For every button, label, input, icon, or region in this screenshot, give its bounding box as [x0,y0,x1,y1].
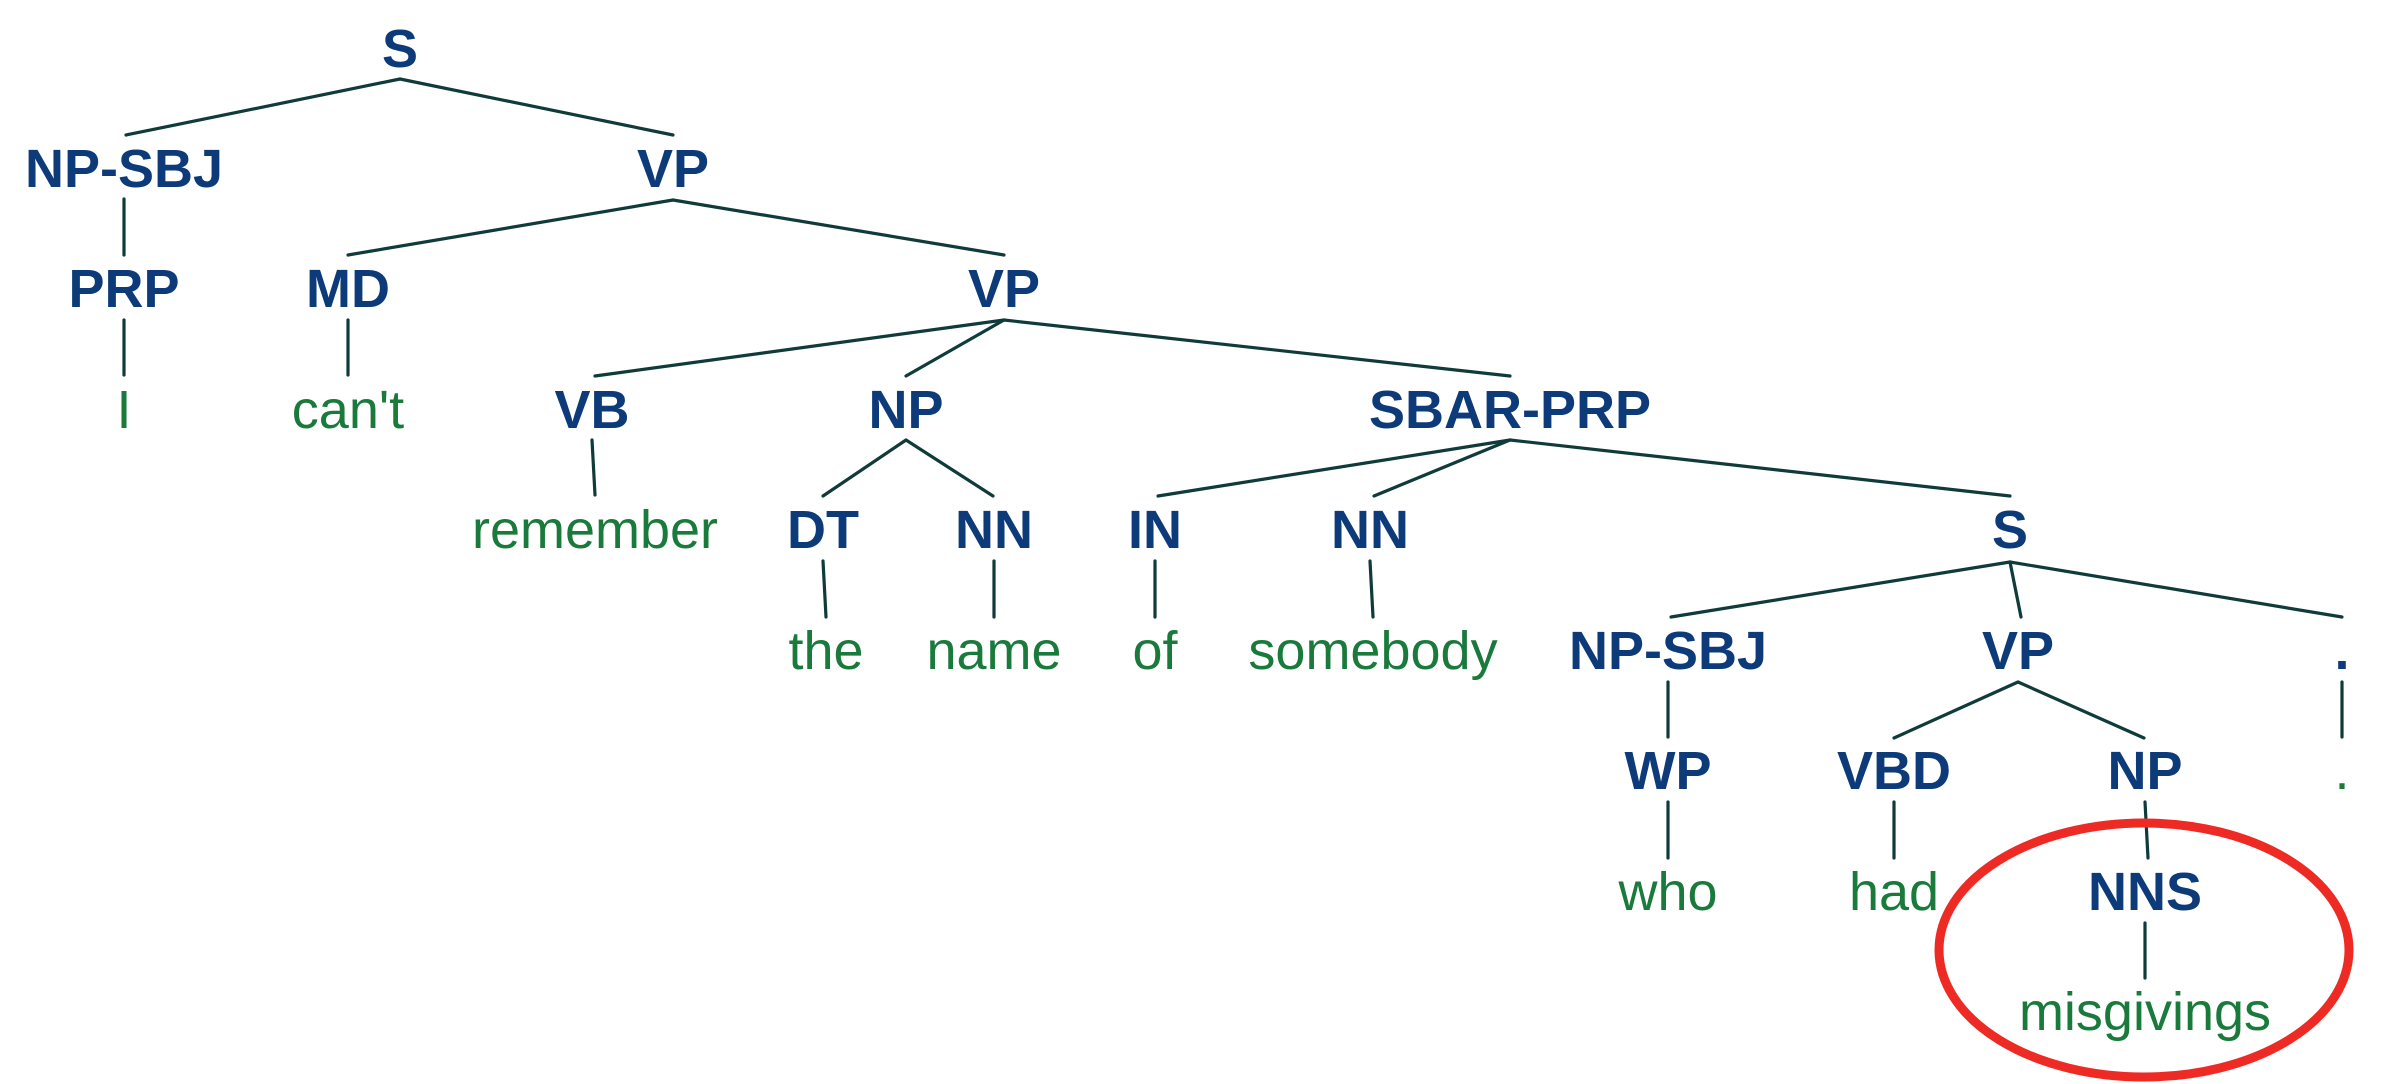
edge-np-dt [821,438,908,498]
edge-sbar-in [1156,438,1512,498]
edge-sbar-s [1508,438,2012,498]
word-who: who [1617,862,1717,922]
node-np-sbj: NP-SBJ [25,139,223,199]
edge-vp2-sbar [1002,318,1512,378]
tree-words: I can't remember the name of somebody . … [116,380,2349,1042]
node-vbd: VBD [1837,741,1951,801]
edge-dt-the [821,559,828,619]
node-md: MD [306,259,390,319]
node-in: IN [1128,500,1182,560]
edge-vp3-np2 [2016,680,2146,740]
node-wp: WP [1625,741,1712,801]
edge-np2-nns [2143,800,2150,860]
node-vp-2: VP [968,259,1040,319]
edge-vp2-vb [593,318,1006,378]
word-name: name [926,621,1061,681]
node-vb: VB [554,380,629,440]
node-nn-2: NN [1331,500,1409,560]
word-period: . [2334,741,2349,801]
node-np: NP [868,380,943,440]
word-remember: remember [472,500,718,560]
edge-sbar-nn [1372,438,1512,498]
highlight-ellipse [1934,818,2354,1082]
node-nns: NNS [2088,862,2202,922]
node-s-inner: S [1992,500,2028,560]
edge-vp-vp2 [671,198,1006,257]
word-had: had [1849,862,1939,922]
edge-s-punct [2008,560,2344,619]
word-misgivings: misgivings [2019,982,2271,1042]
edge-np-nn [904,438,995,498]
word-the: the [788,621,863,681]
edge-vp-md [346,198,675,257]
node-sbar-prp: SBAR-PRP [1369,380,1651,440]
node-np-sbj-2: NP-SBJ [1569,621,1767,681]
node-s-root: S [382,19,418,79]
word-i: I [116,380,131,440]
edge-s-vp3 [2008,560,2023,619]
edge-vb-remember [590,438,597,497]
edge-s-npsbj [124,77,402,137]
edge-nn-somebody [1368,559,1375,619]
node-np-2: NP [2107,741,2182,801]
tree-tags: S NP-SBJ VP PRP MD VP VB NP SBAR-PRP DT … [25,19,2350,922]
word-of: of [1132,621,1178,681]
word-somebody: somebody [1248,621,1497,681]
tree-edges [122,77,2344,980]
edge-vp2-np [904,318,1006,378]
word-cant: can't [292,380,404,440]
node-prp: PRP [68,259,179,319]
node-nn: NN [955,500,1033,560]
node-vp-3: VP [1982,621,2054,681]
edge-vp3-vbd [1892,680,2020,740]
edge-s-vp [398,77,675,137]
edge-s-npsbj2 [1669,560,2012,619]
node-dt: DT [787,500,859,560]
node-vp: VP [637,139,709,199]
node-punct: . [2334,621,2349,681]
